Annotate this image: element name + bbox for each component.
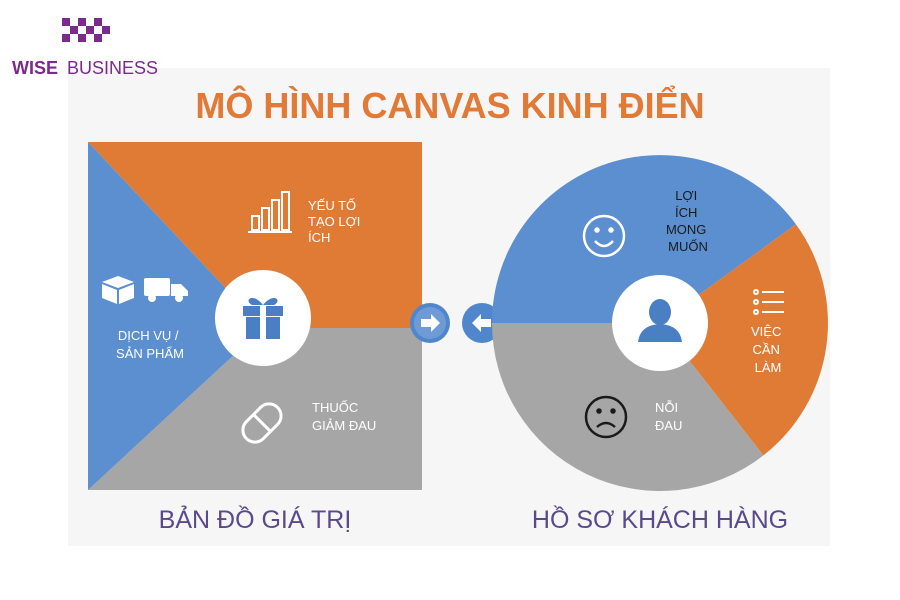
products-services-line-1: DỊCH VỤ / bbox=[118, 328, 179, 343]
gains-segment bbox=[492, 155, 796, 323]
pain-relievers-segment bbox=[88, 328, 422, 490]
customer-profile-caption: HỒ SƠ KHÁCH HÀNG bbox=[532, 504, 788, 534]
gains-line-2: ÍCH bbox=[675, 205, 697, 220]
svg-text:WISE BUSINESS: WISE BUSINESS bbox=[12, 58, 158, 78]
brand-wordmark-light: BUSINESS bbox=[67, 58, 158, 78]
box-icon bbox=[102, 276, 134, 304]
pain-relievers-line-2: GIẢM ĐAU bbox=[312, 418, 376, 433]
value-map: YẾU TỐ TẠO LỢI ÍCH DỊCH VỤ / SẢN PHẨM TH… bbox=[88, 142, 422, 490]
gains-line-1: LỢI bbox=[675, 188, 697, 203]
customer-profile: LỢI ÍCH MONG MUỐN VIỆC CẦN LÀM NỖI ĐAU bbox=[492, 155, 828, 491]
jobs-label: VIỆC CẦN LÀM bbox=[751, 324, 785, 375]
delivery-truck-icon bbox=[144, 278, 188, 302]
gain-creators-line-3: ÍCH bbox=[308, 230, 330, 245]
products-services-label: DỊCH VỤ / SẢN PHẨM bbox=[116, 328, 184, 361]
checklist-icon bbox=[753, 289, 784, 315]
arrow-left-icon bbox=[462, 303, 502, 343]
user-icon bbox=[638, 299, 682, 342]
pains-line-2: ĐAU bbox=[655, 418, 682, 433]
arrow-right-icon bbox=[410, 303, 450, 343]
jobs-line-2: CẦN bbox=[752, 342, 779, 357]
jobs-segment bbox=[660, 224, 828, 456]
gain-creators-segment bbox=[88, 142, 422, 328]
pain-relievers-line-1: THUỐC bbox=[312, 400, 358, 415]
brand-wordmark-bold: WISE bbox=[12, 58, 58, 78]
brand-logo-mark-icon bbox=[62, 18, 110, 42]
gains-line-3: MONG bbox=[666, 222, 706, 237]
products-services-line-2: SẢN PHẨM bbox=[116, 346, 184, 361]
bar-chart-icon bbox=[248, 191, 292, 233]
products-services-segment bbox=[88, 142, 263, 490]
pains-segment bbox=[492, 323, 764, 491]
gain-creators-label: YẾU TỐ TẠO LỢI ÍCH bbox=[308, 198, 364, 245]
brand-logo: WISE BUSINESS bbox=[12, 18, 158, 78]
smiley-face-icon bbox=[582, 214, 626, 258]
gains-label: LỢI ÍCH MONG MUỐN bbox=[666, 188, 710, 254]
gain-creators-line-1: YẾU TỐ bbox=[308, 198, 356, 213]
gift-icon bbox=[243, 297, 283, 339]
diagram-title: MÔ HÌNH CANVAS KINH ĐIỂN bbox=[195, 84, 704, 126]
jobs-line-3: LÀM bbox=[755, 360, 782, 375]
sad-face-icon bbox=[584, 395, 628, 439]
pain-relievers-label: THUỐC GIẢM ĐAU bbox=[312, 400, 376, 433]
gains-line-4: MUỐN bbox=[668, 239, 708, 254]
pains-label: NỖI ĐAU bbox=[655, 400, 682, 433]
gain-creators-line-2: TẠO LỢI bbox=[308, 214, 360, 229]
jobs-line-1: VIỆC bbox=[751, 324, 781, 339]
pains-line-1: NỖI bbox=[655, 400, 678, 415]
pill-icon bbox=[241, 402, 283, 444]
value-map-caption: BẢN ĐỒ GIÁ TRỊ bbox=[159, 504, 352, 534]
